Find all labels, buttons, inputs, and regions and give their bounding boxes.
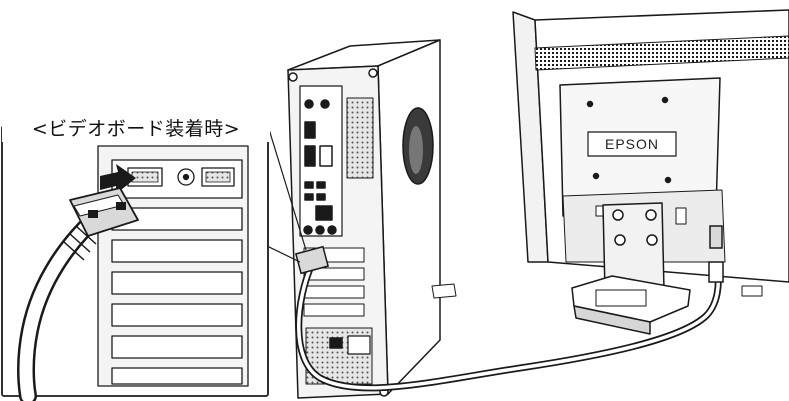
detail-slot: [112, 304, 242, 326]
usb-port: [305, 194, 313, 200]
stand-hole: [647, 235, 657, 245]
usb-port: [317, 194, 325, 200]
hdmi-port: [305, 122, 315, 138]
detail-slot: [112, 336, 242, 358]
stand-slot: [596, 290, 646, 306]
stand-hole: [613, 210, 623, 220]
audio-port-icon: [305, 100, 313, 108]
callout-connector-screw: [116, 202, 126, 210]
detail-slot: [112, 368, 242, 384]
dvi-port-secondary-inner: [206, 172, 230, 182]
audio-jack-icon: [328, 226, 336, 234]
monitor-port: [676, 208, 686, 224]
stand-hole: [646, 210, 656, 220]
audio-port-icon: [321, 100, 329, 108]
screw-hole: [666, 178, 671, 183]
monitor: [513, 10, 789, 334]
screw-hole: [588, 102, 593, 107]
thumbscrew: [369, 69, 377, 77]
side-vent-highlight: [409, 126, 423, 174]
tower-side: [378, 40, 440, 394]
vga-port: [305, 146, 315, 166]
dvi-port-inner: [132, 172, 158, 182]
audio-jack-icon: [316, 226, 324, 234]
power-switch: [330, 338, 342, 348]
usb-port: [305, 182, 313, 188]
screw-hole: [594, 174, 599, 179]
expansion-slot: [304, 286, 364, 298]
monitor-foot: [742, 286, 762, 296]
usb-port: [317, 182, 325, 188]
lan-port: [316, 206, 332, 220]
tower-foot: [432, 284, 456, 298]
expansion-slot: [304, 304, 364, 316]
detail-slot: [112, 272, 242, 294]
callout-connector-screw: [88, 210, 98, 218]
detail-slot: [112, 240, 242, 262]
serial-port: [320, 146, 332, 166]
svideo-port-pin: [184, 175, 189, 180]
power-inlet: [348, 336, 370, 354]
computer-tower: [288, 40, 456, 398]
monitor-brand-label: EPSON: [591, 134, 673, 154]
ferrite-core: [709, 262, 723, 282]
screw-hole: [663, 98, 668, 103]
cable-connector-monitor: [710, 226, 722, 248]
audio-jack-icon: [304, 226, 312, 234]
stand-hole: [615, 235, 625, 245]
callout: [2, 126, 306, 396]
back-vent: [347, 98, 373, 178]
thumbscrew: [289, 73, 297, 81]
callout-label: <ビデオボード装着時>: [2, 112, 270, 142]
